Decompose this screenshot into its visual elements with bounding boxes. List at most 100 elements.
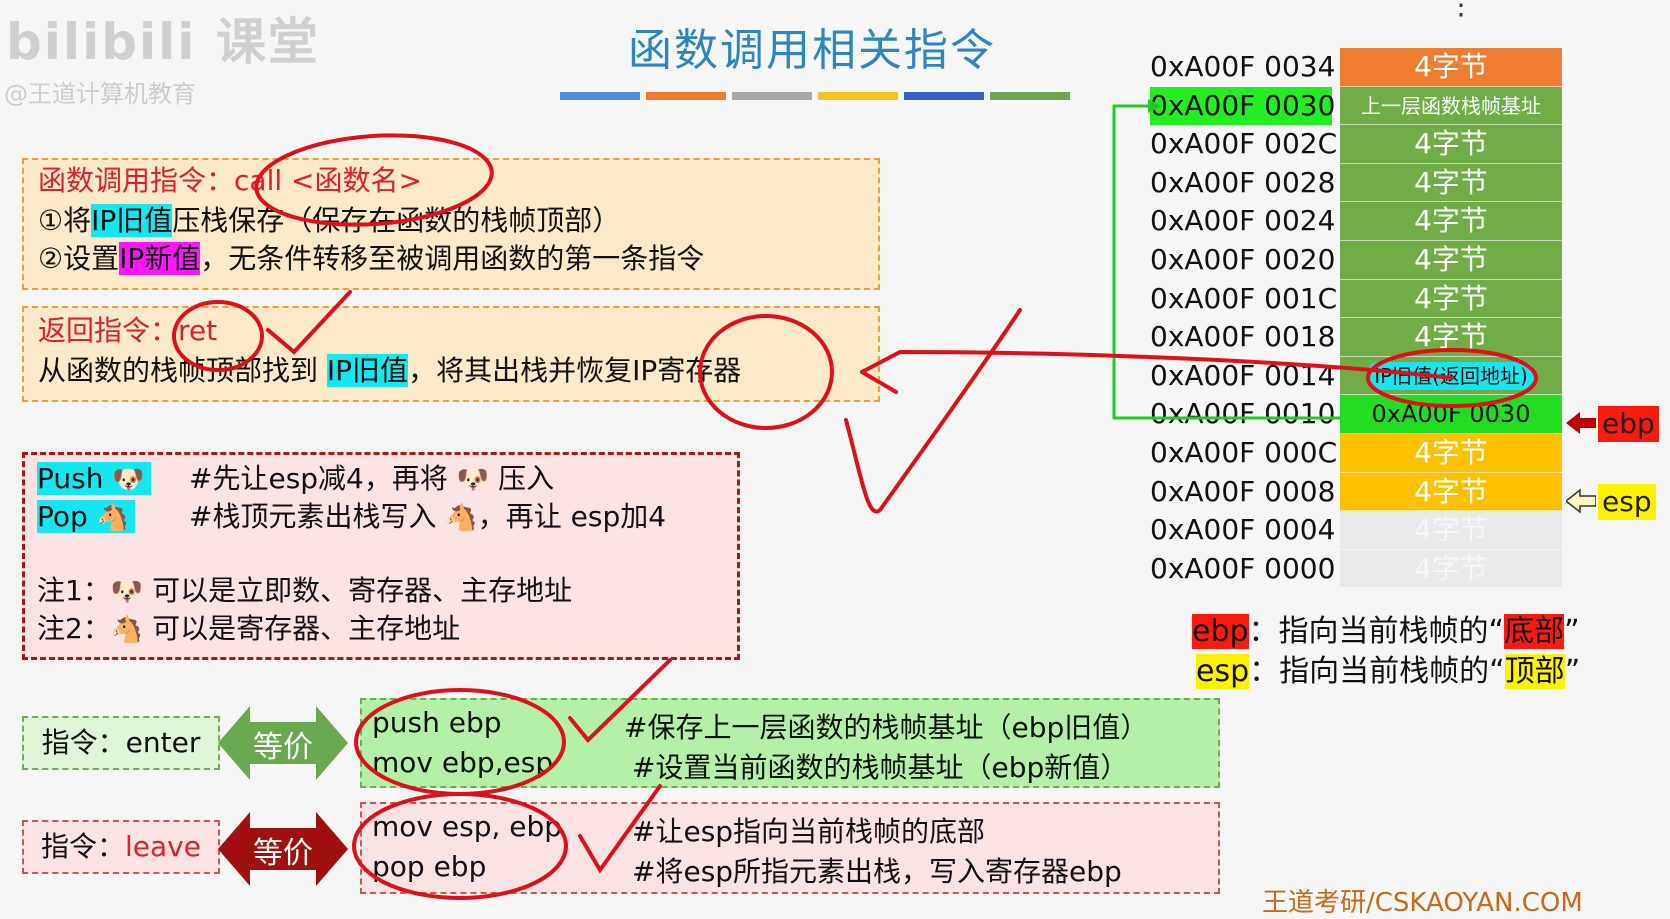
stack-address-label: 0xA00F 002C bbox=[1150, 127, 1338, 161]
ebp-register-tag: ebp bbox=[1598, 406, 1659, 442]
esp-legend-close: ” bbox=[1564, 654, 1581, 689]
title-color-segment bbox=[646, 92, 726, 100]
call-step1-prefix: ①将 bbox=[38, 204, 92, 237]
stack-cell: 4字节 bbox=[1340, 125, 1562, 164]
push-pop-box: Push 🐶 #先让esp减4，再将 🐶 压入 Pop 🐴 #栈顶元素出栈写入 … bbox=[22, 452, 740, 660]
pop-keyword: Pop 🐴 bbox=[37, 500, 136, 533]
stack-cell: 4字节 bbox=[1340, 511, 1562, 550]
ebp-legend: ebp：指向当前栈帧的“底部” bbox=[1192, 606, 1580, 650]
call-step1: ①将IP旧值压栈保存（保存在函数的栈帧顶部） bbox=[38, 202, 620, 240]
push-desc-b: 压入 bbox=[498, 462, 555, 495]
ebp-legend-close: ” bbox=[1564, 614, 1580, 649]
call-step2: ②设置IP新值，无条件转移至被调用函数的第一条指令 bbox=[38, 240, 704, 278]
pop-row: Pop 🐴 bbox=[37, 499, 136, 536]
pop-name: Pop bbox=[37, 500, 88, 533]
call-step2-suffix: ，无条件转移至被调用函数的第一条指令 bbox=[200, 242, 705, 275]
call-heading: 函数调用指令：call <函数名> bbox=[38, 162, 422, 200]
leave-code-box: mov esp, ebp pop ebp #让esp指向当前栈帧的底部 #将es… bbox=[360, 802, 1220, 894]
stack-address-label: 0xA00F 0034 bbox=[1150, 50, 1336, 83]
call-step1-suffix: 压栈保存（保存在函数的栈帧顶部） bbox=[172, 204, 621, 237]
stack-address-label: 0xA00F 0018 bbox=[1150, 320, 1336, 354]
pop-desc: #栈顶元素出栈写入 🐴，再让 esp加4 bbox=[189, 499, 666, 536]
ebp-legend-name: ebp bbox=[1192, 614, 1249, 649]
enter-label-prefix: 指令： bbox=[41, 726, 126, 759]
ebp-pointer-arrow-icon bbox=[1112, 99, 1340, 420]
bilibili-logo: bilibili 课堂 bbox=[6, 13, 320, 71]
stack-address-label: 0xA00F 0010 bbox=[1150, 397, 1336, 431]
watermark-handle: @王道计算机教育 bbox=[4, 80, 196, 108]
stack-address-label: 0xA00F 0008 bbox=[1150, 474, 1336, 508]
stack-cell: 4字节 bbox=[1340, 549, 1562, 589]
call-step2-prefix: ②设置 bbox=[38, 242, 120, 275]
title-color-segment bbox=[990, 92, 1070, 100]
title-color-segment bbox=[560, 92, 640, 100]
esp-legend: esp：指向当前栈帧的“顶部” bbox=[1196, 646, 1580, 690]
stack-cell: 上一层函数栈帧基址 bbox=[1340, 86, 1562, 126]
stack-address-label: 0xA00F 0024 bbox=[1150, 204, 1336, 238]
push-desc: #先让esp减4，再将 🐶 压入 bbox=[189, 461, 554, 498]
title-color-bar bbox=[560, 92, 1070, 100]
stack-cell: 4字节 bbox=[1340, 472, 1562, 512]
stack-address-label: 0xA00F 0028 bbox=[1150, 165, 1336, 199]
leave-equiv-arrow-icon bbox=[218, 812, 348, 886]
dog-icon: 🐶 bbox=[110, 577, 144, 607]
leave-code-line2: pop ebp bbox=[372, 850, 487, 883]
return-address-highlight: IP旧值(返回地址) bbox=[1368, 361, 1534, 390]
horse-icon: 🐴 bbox=[445, 503, 478, 533]
pop-desc-b: ，再让 esp加4 bbox=[477, 500, 667, 533]
note2: 注2：🐴 可以是寄存器、主存地址 bbox=[37, 611, 460, 648]
enter-equiv-arrow-icon bbox=[218, 706, 348, 780]
stack-cell: IP旧值(返回地址) bbox=[1340, 356, 1562, 396]
ret-desc-prefix: 从函数的栈帧顶部找到 bbox=[38, 354, 327, 387]
note2-prefix: 注2： bbox=[37, 612, 111, 645]
ret-syntax: ret bbox=[178, 314, 218, 347]
ret-heading: 返回指令：ret bbox=[38, 312, 217, 350]
leave-code-line1: mov esp, ebp bbox=[372, 810, 563, 843]
leave-comment1: #让esp指向当前栈帧的底部 bbox=[632, 815, 986, 848]
enter-code-line1: push ebp bbox=[372, 706, 502, 739]
leave-equiv-label: 等价 bbox=[253, 836, 313, 871]
title-color-segment bbox=[732, 92, 812, 100]
more-vertical-icon: ⋮ bbox=[1447, 0, 1475, 21]
enter-comment2: #设置当前函数的栈帧基址（ebp新值） bbox=[632, 751, 1129, 784]
ip-new-highlight: IP新值 bbox=[119, 242, 201, 275]
stack-cell: 4字节 bbox=[1340, 202, 1562, 241]
stack-address-label: 0xA00F 001C bbox=[1150, 281, 1338, 315]
stack-cell: 0xA00F 0030 bbox=[1340, 395, 1562, 434]
ip-old-highlight: IP旧值 bbox=[91, 204, 173, 237]
push-name: Push bbox=[37, 462, 104, 495]
title-color-segment bbox=[904, 92, 984, 100]
dog-icon: 🐶 bbox=[112, 465, 145, 495]
ebp-legend-text: ：指向当前栈帧的“ bbox=[1248, 614, 1505, 649]
footer-brand: 王道考研/CSKAOYAN.COM bbox=[1262, 888, 1583, 918]
ebp-legend-highlight: 底部 bbox=[1504, 614, 1565, 649]
ebp-arrow-icon bbox=[1566, 412, 1596, 434]
enter-code-line2: mov ebp,esp bbox=[372, 746, 554, 779]
esp-legend-name: esp bbox=[1196, 654, 1250, 689]
leave-comment2: #将esp所指元素出栈，写入寄存器ebp bbox=[632, 855, 1122, 888]
leave-instruction-label: 指令：leave bbox=[22, 820, 220, 874]
horse-icon: 🐴 bbox=[110, 615, 144, 645]
esp-legend-highlight: 顶部 bbox=[1504, 654, 1565, 689]
stack-cell: 4字节 bbox=[1340, 240, 1562, 280]
esp-legend-text: ：指向当前栈帧的“ bbox=[1249, 654, 1505, 689]
ret-desc-suffix: ，将其出栈并恢复IP寄存器 bbox=[408, 354, 742, 387]
enter-comment1: #保存上一层函数的栈帧基址（ebp旧值） bbox=[624, 711, 1149, 744]
stack-cell: 4字节 bbox=[1340, 433, 1562, 473]
horse-icon: 🐴 bbox=[96, 503, 130, 533]
ret-instruction-box: 返回指令：ret 从函数的栈帧顶部找到 IP旧值，将其出栈并恢复IP寄存器 bbox=[22, 306, 880, 402]
enter-code-box: push ebp mov ebp,esp #保存上一层函数的栈帧基址（ebp旧值… bbox=[360, 698, 1220, 788]
enter-equiv-label: 等价 bbox=[253, 730, 313, 765]
ret-desc: 从函数的栈帧顶部找到 IP旧值，将其出栈并恢复IP寄存器 bbox=[38, 352, 741, 390]
stack-address-label: 0xA00F 0030 bbox=[1150, 86, 1335, 125]
call-syntax: call <函数名> bbox=[234, 164, 422, 197]
note1: 注1：🐶 可以是立即数、寄存器、主存地址 bbox=[37, 573, 572, 610]
stack-cell: 4字节 bbox=[1340, 279, 1562, 319]
leave-label-instr: leave bbox=[125, 830, 201, 863]
esp-register-tag: esp bbox=[1598, 484, 1656, 520]
leave-label-prefix: 指令： bbox=[41, 830, 126, 863]
stack-cell: 4字节 bbox=[1340, 48, 1562, 87]
call-instruction-box: 函数调用指令：call <函数名> ①将IP旧值压栈保存（保存在函数的栈帧顶部）… bbox=[22, 158, 880, 290]
push-keyword: Push 🐶 bbox=[37, 462, 151, 495]
ret-ip-old-highlight: IP旧值 bbox=[326, 354, 409, 387]
